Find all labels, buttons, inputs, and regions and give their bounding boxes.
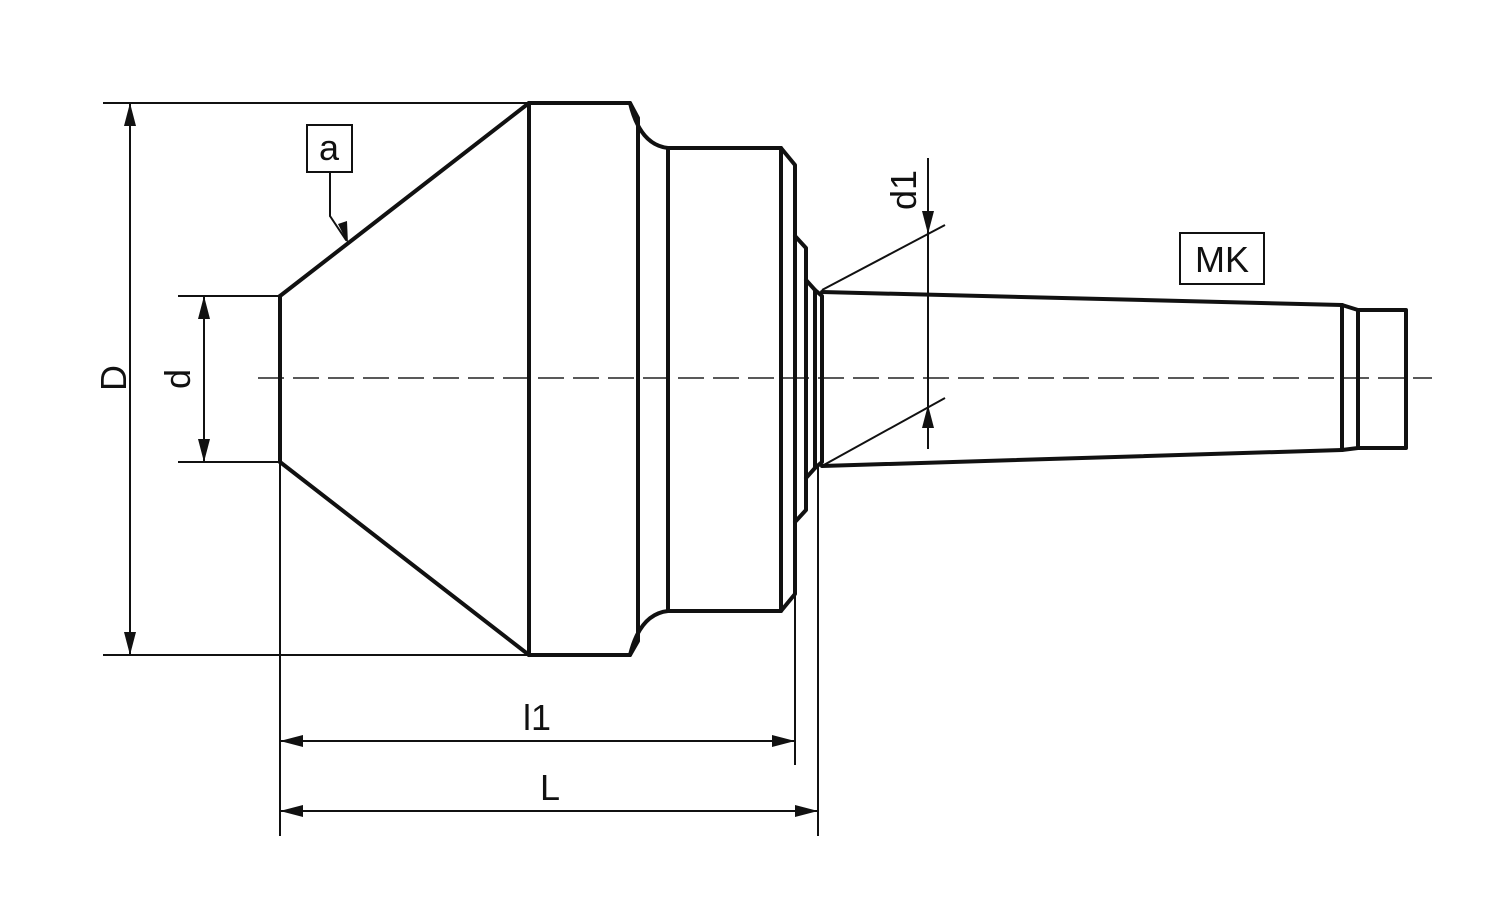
label-a: a	[319, 127, 340, 168]
label-d1: d1	[883, 170, 924, 210]
callout-a	[306, 124, 353, 244]
label-MK: MK	[1195, 239, 1249, 280]
label-L: L	[540, 767, 560, 808]
callout-MK	[1179, 232, 1265, 285]
body-neck	[628, 101, 670, 657]
label-d: d	[157, 369, 198, 389]
morse-taper-shank	[820, 290, 1408, 468]
label-l1: l1	[523, 697, 551, 738]
dimension-d1	[821, 158, 946, 467]
collar-steps	[793, 234, 824, 524]
main-body	[527, 101, 640, 657]
dimension-D	[103, 102, 529, 656]
dimension-l1	[279, 462, 796, 836]
dimension-L	[280, 466, 819, 836]
dimension-d	[178, 295, 280, 463]
label-D: D	[93, 365, 134, 391]
bearing-housing	[666, 146, 797, 613]
cone-head	[278, 101, 531, 657]
